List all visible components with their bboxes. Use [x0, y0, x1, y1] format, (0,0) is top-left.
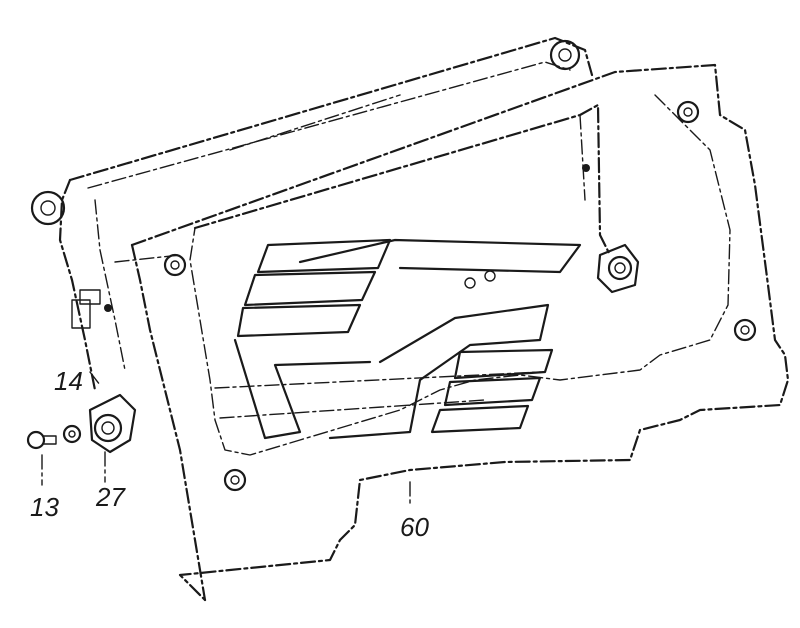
front-bolt-center: [596, 243, 640, 294]
front-bolt-top-right: [676, 100, 700, 124]
rear-boss-top-right: [549, 39, 581, 71]
front-bolt-bottom-left: [223, 468, 247, 492]
emblem-wings: [233, 238, 582, 440]
leader-lines: [41, 371, 411, 506]
inner-panel: [189, 94, 731, 456]
fastener-screw-13: [26, 430, 57, 450]
callout-13: 13: [30, 492, 59, 522]
rear-boss-bottom-left: [88, 393, 137, 454]
callout-60: 60: [400, 512, 429, 542]
fastener-washer-27: [62, 424, 82, 444]
rear-housing: [58, 36, 594, 392]
callout-27: 27: [96, 482, 125, 512]
front-bolt-left: [163, 253, 187, 277]
rear-boss-top-left: [30, 190, 66, 226]
front-bolt-right: [733, 318, 757, 342]
callout-14: 14: [54, 366, 83, 396]
side-clip: [71, 289, 112, 329]
front-panel-outline: [114, 63, 790, 602]
